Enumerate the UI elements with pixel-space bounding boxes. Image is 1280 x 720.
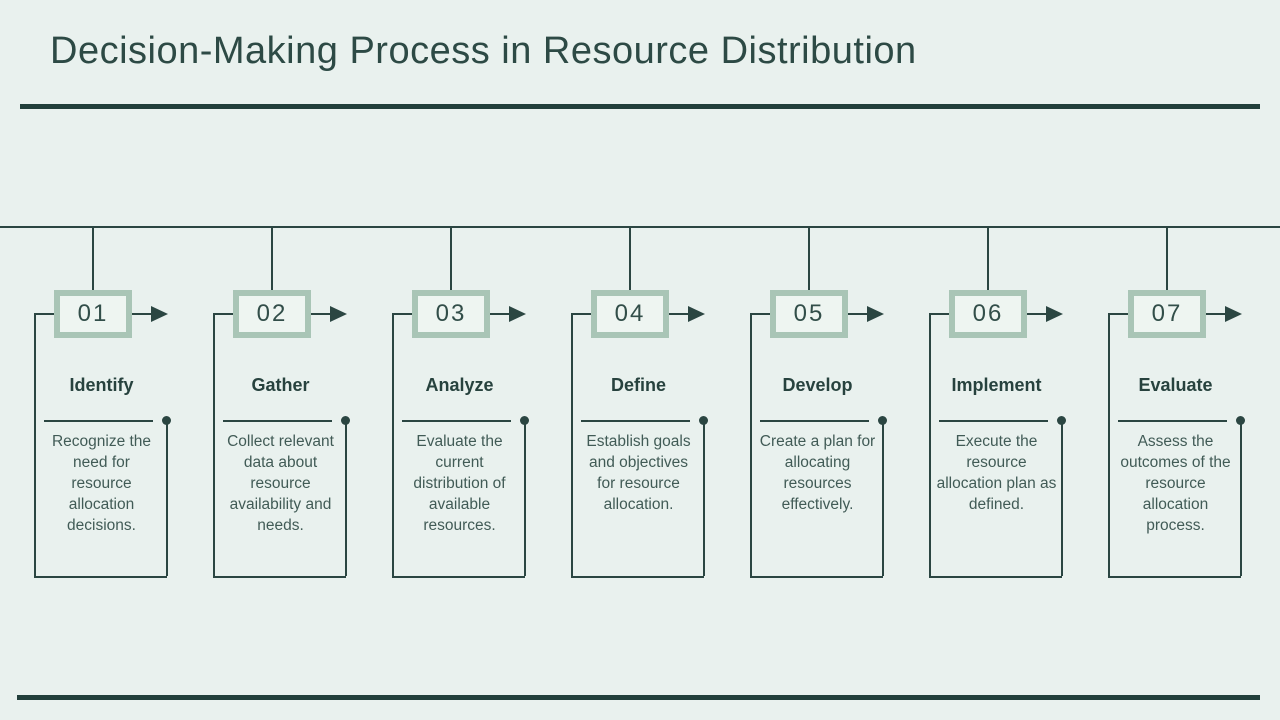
arrow-line <box>311 313 331 315</box>
step-card: Define Establish goals and objectives fo… <box>571 313 708 578</box>
dot-marker-icon <box>520 416 529 425</box>
step-card: Identify Recognize the need for resource… <box>34 313 171 578</box>
step-title-underline <box>1118 420 1227 422</box>
step-title-underline <box>44 420 153 422</box>
connector-drop-line <box>1166 228 1168 291</box>
connector-left-line <box>392 313 413 315</box>
dot-marker-icon <box>162 416 171 425</box>
step-description: Recognize the need for resource allocati… <box>51 433 152 534</box>
connector-drop-line <box>92 228 94 291</box>
step-number-box: 03 <box>412 290 490 338</box>
card-right-border <box>703 421 705 576</box>
step-card: Gather Collect relevant data about resou… <box>213 313 350 578</box>
card-right-border <box>882 421 884 576</box>
dot-marker-icon <box>878 416 887 425</box>
connector-left-line <box>34 313 55 315</box>
step-title-underline <box>223 420 332 422</box>
arrow-line <box>848 313 868 315</box>
arrow-line <box>1206 313 1226 315</box>
card-right-border <box>1061 421 1063 576</box>
title-underline-bar <box>20 104 1260 109</box>
connector-drop-line <box>808 228 810 291</box>
arrow-line <box>490 313 510 315</box>
arrow-right-icon <box>1046 306 1063 322</box>
step-number: 01 <box>77 300 109 327</box>
step-number: 03 <box>435 300 467 327</box>
arrow-line <box>669 313 689 315</box>
process-step-7: 07 Evaluate Assess the outcomes of the r… <box>1077 226 1257 586</box>
step-title: Analyze <box>425 375 494 395</box>
step-number: 04 <box>614 300 646 327</box>
step-number-box: 07 <box>1128 290 1206 338</box>
connector-left-line <box>929 313 950 315</box>
arrow-right-icon <box>330 306 347 322</box>
step-description: Collect relevant data about resource ava… <box>227 433 334 534</box>
connector-drop-line <box>450 228 452 291</box>
step-title-underline <box>581 420 690 422</box>
step-number-box: 02 <box>233 290 311 338</box>
step-description: Assess the outcomes of the resource allo… <box>1120 433 1231 534</box>
connector-left-line <box>750 313 771 315</box>
step-card: Implement Execute the resource allocatio… <box>929 313 1066 578</box>
connector-drop-line <box>629 228 631 291</box>
dot-marker-icon <box>341 416 350 425</box>
connector-left-line <box>213 313 234 315</box>
arrow-line <box>132 313 152 315</box>
card-right-border <box>166 421 168 576</box>
step-title: Identify <box>69 375 134 395</box>
process-step-5: 05 Develop Create a plan for allocating … <box>719 226 899 586</box>
step-title: Define <box>610 375 666 395</box>
card-right-border <box>345 421 347 576</box>
process-step-1: 01 Identify Recognize the need for resou… <box>3 226 183 586</box>
step-description: Execute the resource allocation plan as … <box>936 433 1057 513</box>
step-number-box: 01 <box>54 290 132 338</box>
step-number-box: 05 <box>770 290 848 338</box>
arrow-right-icon <box>151 306 168 322</box>
step-number-box: 06 <box>949 290 1027 338</box>
step-number: 05 <box>793 300 825 327</box>
connector-drop-line <box>271 228 273 291</box>
dot-marker-icon <box>1236 416 1245 425</box>
process-step-3: 03 Analyze Evaluate the current distribu… <box>361 226 541 586</box>
step-title-underline <box>939 420 1048 422</box>
step-title-underline <box>760 420 869 422</box>
card-right-border <box>1240 421 1242 576</box>
footer-bar <box>17 695 1260 700</box>
arrow-right-icon <box>1225 306 1242 322</box>
page-title: Decision-Making Process in Resource Dist… <box>50 30 917 72</box>
step-title: Implement <box>951 375 1042 395</box>
step-title: Gather <box>251 375 310 395</box>
step-title-underline <box>402 420 511 422</box>
process-step-2: 02 Gather Collect relevant data about re… <box>182 226 362 586</box>
step-number-box: 04 <box>591 290 669 338</box>
dot-marker-icon <box>1057 416 1066 425</box>
step-number: 06 <box>972 300 1004 327</box>
arrow-right-icon <box>867 306 884 322</box>
dot-marker-icon <box>699 416 708 425</box>
arrow-right-icon <box>509 306 526 322</box>
step-card: Analyze Evaluate the current distributio… <box>392 313 529 578</box>
step-number: 02 <box>256 300 288 327</box>
step-description: Establish goals and objectives for resou… <box>586 433 691 513</box>
step-card: Evaluate Assess the outcomes of the reso… <box>1108 313 1245 578</box>
card-right-border <box>524 421 526 576</box>
step-number: 07 <box>1151 300 1183 327</box>
step-description: Create a plan for allocating resources e… <box>759 433 876 513</box>
connector-left-line <box>571 313 592 315</box>
timeline-rule <box>0 226 1280 228</box>
connector-drop-line <box>987 228 989 291</box>
arrow-line <box>1027 313 1047 315</box>
connector-left-line <box>1108 313 1129 315</box>
step-description: Evaluate the current distribution of ava… <box>413 433 506 534</box>
process-step-6: 06 Implement Execute the resource alloca… <box>898 226 1078 586</box>
step-title: Evaluate <box>1138 375 1213 395</box>
step-title: Develop <box>782 375 853 395</box>
process-step-4: 04 Define Establish goals and objectives… <box>540 226 720 586</box>
arrow-right-icon <box>688 306 705 322</box>
step-card: Develop Create a plan for allocating res… <box>750 313 887 578</box>
